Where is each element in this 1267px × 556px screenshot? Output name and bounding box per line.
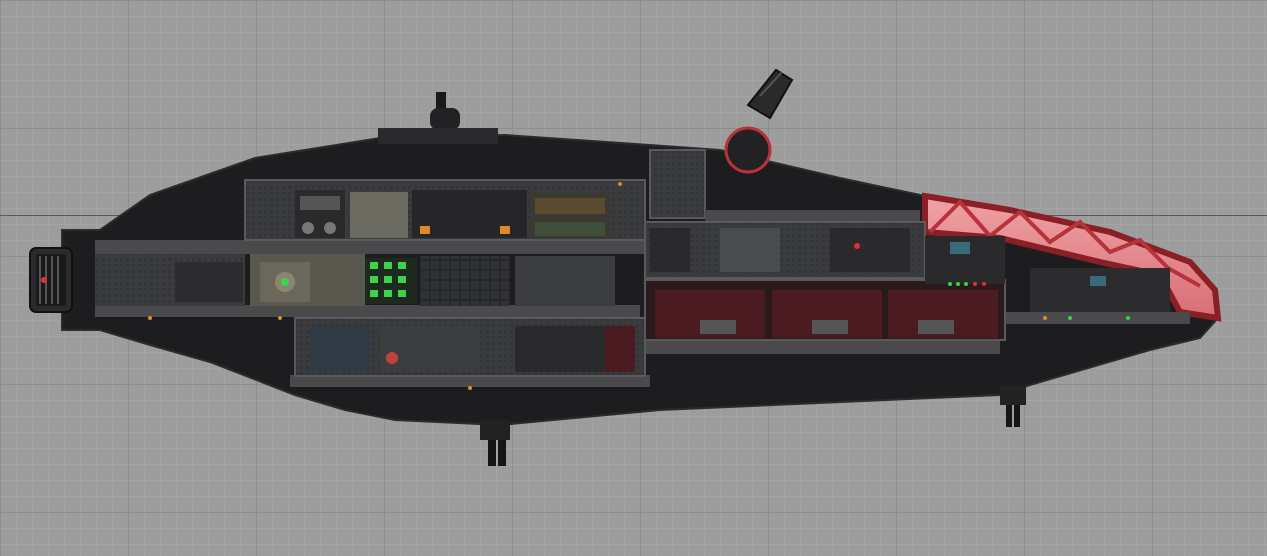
main-deck-walkway: [95, 305, 640, 317]
thruster-icon: [480, 385, 1026, 466]
main-rooms: [95, 221, 926, 306]
engine-icon: [29, 247, 73, 313]
bridge: [925, 236, 1170, 320]
cargo-hold: [644, 279, 1006, 341]
turret-icon: [724, 68, 794, 174]
lower-deck-walkway: [290, 375, 650, 387]
reactor-icon: [260, 262, 310, 302]
periscope-icon: [378, 92, 498, 144]
bridge-floor: [1000, 312, 1190, 324]
upper-rooms: [244, 149, 920, 241]
cargo-floor: [645, 340, 1000, 354]
upper-deck-walkway: [95, 240, 645, 254]
hull-lights: [148, 182, 1047, 390]
lower-rooms: [294, 317, 646, 377]
